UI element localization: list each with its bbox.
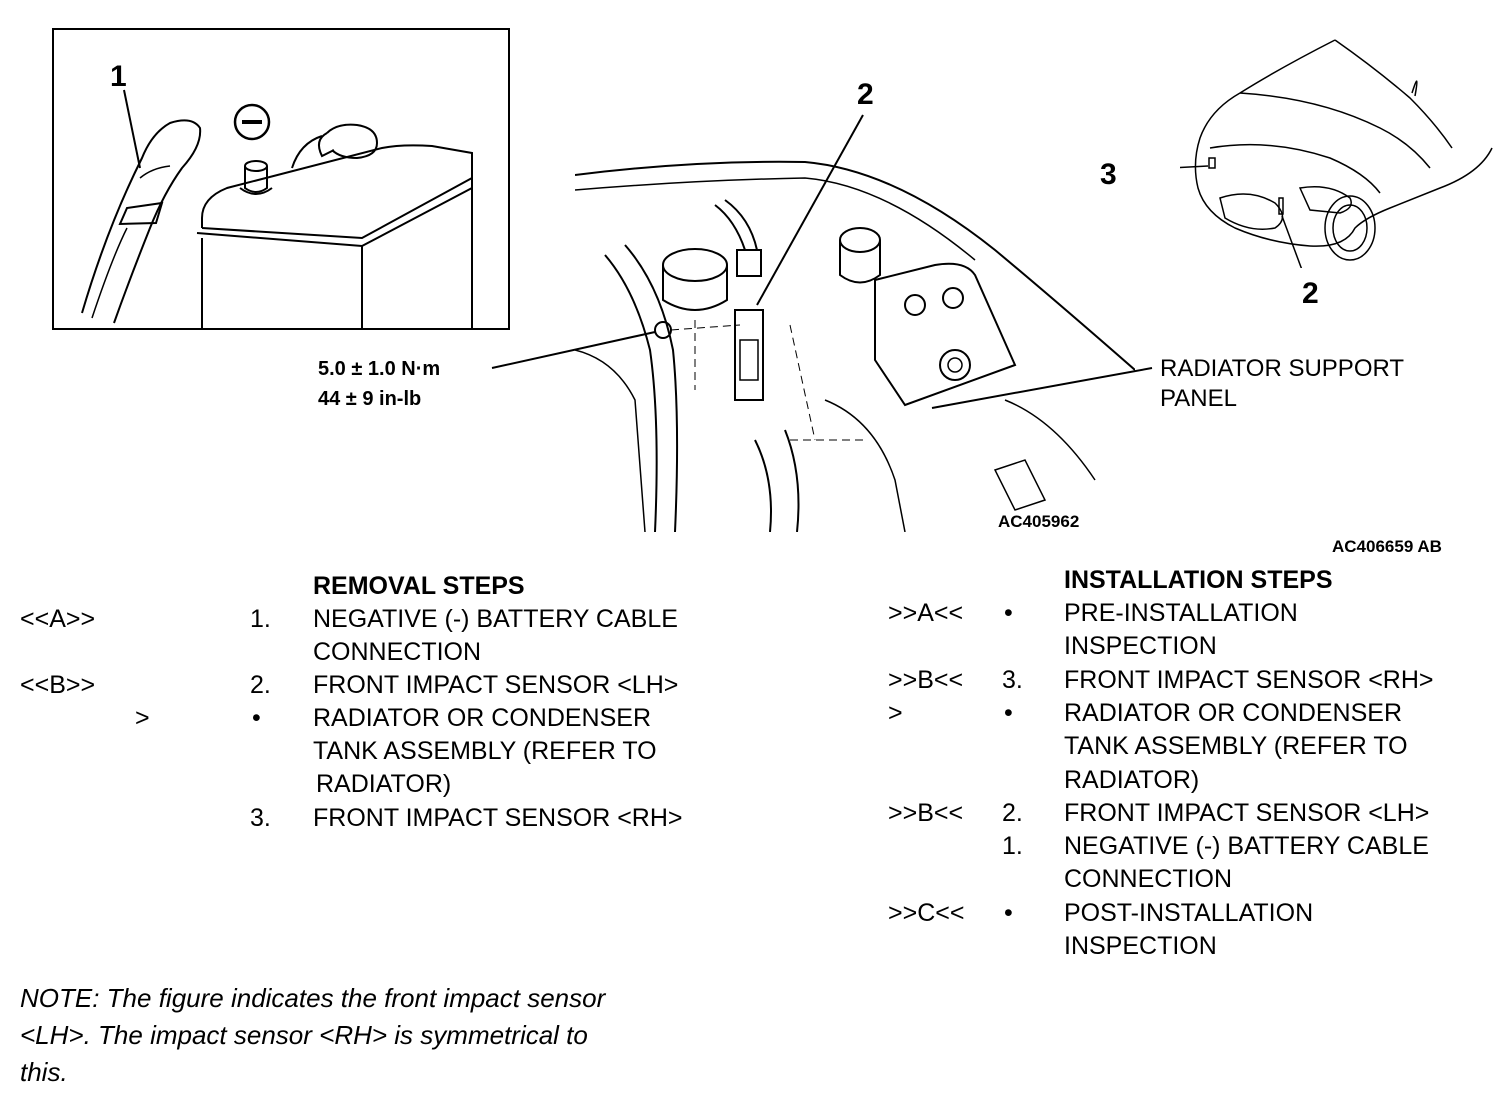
removal-ref-2: <<B>>	[20, 671, 96, 699]
note-line-3: this.	[20, 1057, 68, 1087]
install-text-5b: CONNECTION	[1064, 865, 1233, 893]
install-ref-3: >	[888, 699, 903, 727]
torque-imperial: 44 ± 9 in-lb	[318, 388, 422, 410]
removal-num-1: 1.	[250, 605, 271, 633]
battery-inset-illustration	[52, 28, 510, 330]
radiator-support-panel-callout: RADIATOR SUPPORT PANEL	[1160, 354, 1404, 414]
install-ref-4: >>B<<	[888, 799, 964, 827]
removal-text-4: FRONT IMPACT SENSOR <RH>	[313, 804, 683, 832]
install-num-4: 2.	[1002, 799, 1023, 827]
install-text-5a: NEGATIVE (-) BATTERY CABLE	[1064, 832, 1429, 860]
engine-bay-illustration	[575, 114, 1135, 532]
removal-text-2: FRONT IMPACT SENSOR <LH>	[313, 671, 679, 699]
callout-line-1: RADIATOR SUPPORT	[1160, 355, 1405, 382]
removal-num-2: 2.	[250, 671, 271, 699]
torque-spec: 5.0 ± 1.0 N·m 44 ± 9 in-lb	[318, 354, 440, 414]
note-line-2: <LH>. The impact sensor <RH> is symmetri…	[20, 1020, 588, 1050]
radiator-panel-leader-line	[931, 367, 1153, 409]
install-text-3c: RADIATOR)	[1064, 766, 1200, 794]
install-text-1a: PRE-INSTALLATION	[1064, 599, 1298, 627]
install-ref-6: >>C<<	[888, 899, 965, 927]
install-text-6a: POST-INSTALLATION	[1064, 899, 1314, 927]
install-ref-1: >>A<<	[888, 599, 964, 627]
install-text-2: FRONT IMPACT SENSOR <RH>	[1064, 666, 1434, 694]
car-label-2: 2	[1302, 277, 1319, 310]
install-num-5: 1.	[1002, 832, 1023, 860]
vehicle-location-illustration	[1180, 39, 1493, 268]
install-text-6b: INSPECTION	[1064, 932, 1217, 960]
removal-num-3: •	[252, 704, 261, 732]
install-text-3b: TANK ASSEMBLY (REFER TO	[1064, 732, 1408, 760]
install-ref-2: >>B<<	[888, 666, 964, 694]
note: NOTE: The figure indicates the front imp…	[20, 980, 760, 1091]
torque-metric: 5.0 ± 1.0 N·m	[318, 358, 441, 380]
install-num-6: •	[1004, 899, 1013, 927]
removal-text-3b: TANK ASSEMBLY (REFER TO	[313, 737, 657, 765]
callout-line-2: PANEL	[1160, 385, 1237, 412]
engine-view-code: AC405962	[998, 512, 1080, 531]
figure-code: AC406659 AB	[1332, 537, 1442, 556]
figure: 1	[52, 28, 1493, 556]
removal-text-1b: CONNECTION	[313, 638, 482, 666]
removal-title: REMOVAL STEPS	[313, 572, 525, 600]
front-impact-sensor-label: 2	[857, 78, 874, 111]
install-text-4: FRONT IMPACT SENSOR <LH>	[1064, 799, 1430, 827]
install-text-1b: INSPECTION	[1064, 632, 1217, 660]
installation-steps: INSTALLATION STEPS >>A<< • PRE-INSTALLAT…	[0, 564, 1504, 964]
removal-num-4: 3.	[250, 804, 271, 832]
battery-cable-label: 1	[110, 60, 127, 93]
install-num-1: •	[1004, 599, 1013, 627]
car-label-3: 3	[1100, 158, 1117, 191]
removal-ref-1: <<A>>	[20, 605, 96, 633]
removal-text-1a: NEGATIVE (-) BATTERY CABLE	[313, 605, 678, 633]
removal-text-3c: RADIATOR)	[316, 770, 452, 798]
torque-leader-line	[491, 331, 656, 369]
install-num-2: 3.	[1002, 666, 1023, 694]
install-num-3: •	[1004, 699, 1013, 727]
removal-ref-3: >	[135, 704, 150, 732]
installation-title: INSTALLATION STEPS	[1064, 566, 1333, 594]
removal-text-3a: RADIATOR OR CONDENSER	[313, 704, 652, 732]
install-text-3a: RADIATOR OR CONDENSER	[1064, 699, 1403, 727]
note-line-1: NOTE: The figure indicates the front imp…	[20, 983, 606, 1013]
removal-steps: REMOVAL STEPS <<A>> 1. NEGATIVE (-) BATT…	[0, 570, 740, 850]
